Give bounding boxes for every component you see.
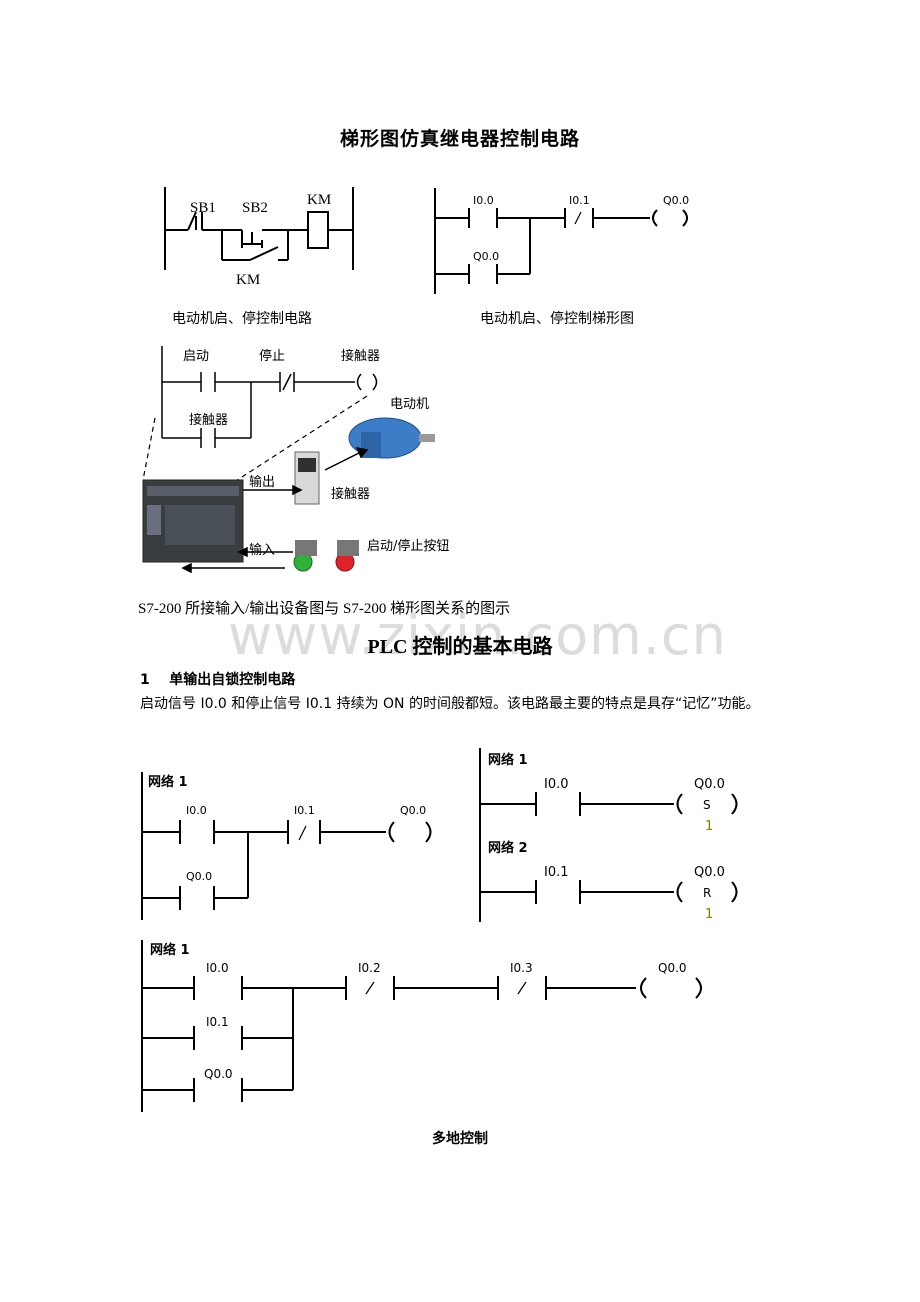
fig4-i00-label: I0.0 bbox=[544, 777, 569, 792]
ladder-q00-label: Q0.0 bbox=[663, 194, 689, 207]
plc-io-illustration: 启动 停止 接触器 接触器 电动机 输出 接触器 输入 启动/停止按钮 bbox=[142, 346, 449, 574]
section-1-title-text: 单输出自锁控制电路 bbox=[169, 672, 296, 688]
fig5-i03-label: I0.3 bbox=[510, 961, 533, 975]
ladder-caption: 电动机启、停控制梯形图 bbox=[480, 311, 634, 327]
fig4-network2-label: 网络 2 bbox=[488, 840, 528, 856]
multi-location-caption: 多地控制 bbox=[432, 1131, 488, 1147]
fig5-i02-label: I0.2 bbox=[358, 961, 381, 975]
fig4-q00-set-label: Q0.0 bbox=[694, 777, 725, 792]
km-coil-label: KM bbox=[307, 192, 331, 208]
multi-location-ladder-network: 网络 1 I0.0 I0.2 I0.3 Q0.0 I0.1 Q0.0 bbox=[141, 940, 702, 1112]
plc-illustration-caption: S7-200 所接输入/输出设备图与 S7-200 梯形图关系的图示 bbox=[138, 601, 511, 617]
fig4-reset-letter: R bbox=[703, 886, 711, 900]
relay-circuit-diagram: SB1 SB2 KM KM bbox=[164, 187, 354, 288]
motor-label: 电动机 bbox=[390, 397, 429, 412]
fig5-q00-branch-label: Q0.0 bbox=[204, 1067, 233, 1081]
fig3-q00-label: Q0.0 bbox=[400, 804, 426, 817]
fig4-reset-count: 1 bbox=[705, 907, 713, 922]
input-label: 输入 bbox=[249, 542, 275, 558]
start-label: 启动 bbox=[183, 349, 209, 364]
fig5-i01-label: I0.1 bbox=[206, 1015, 229, 1029]
sb2-label: SB2 bbox=[242, 200, 268, 216]
section-heading: PLC 控制的基本电路 bbox=[367, 636, 553, 658]
fig5-i00-label: I0.0 bbox=[206, 961, 229, 975]
fig3-q00-branch-label: Q0.0 bbox=[186, 870, 212, 883]
fig5-q00-label: Q0.0 bbox=[658, 961, 687, 975]
section-1-number: 1 bbox=[140, 672, 150, 688]
ladder-i00-label: I0.0 bbox=[473, 194, 494, 207]
circuit-caption: 电动机启、停控制电路 bbox=[172, 311, 312, 327]
fig4-q00-reset-label: Q0.0 bbox=[694, 865, 725, 880]
stop-label: 停止 bbox=[259, 348, 285, 364]
fig5-network-label: 网络 1 bbox=[150, 942, 190, 958]
contactor-device-label: 接触器 bbox=[331, 486, 370, 502]
contactor-branch-label: 接触器 bbox=[189, 412, 228, 428]
fig4-i01-label: I0.1 bbox=[544, 865, 569, 880]
ladder-q00-branch-label: Q0.0 bbox=[473, 250, 499, 263]
output-label: 输出 bbox=[249, 474, 275, 490]
section-1-paragraph: 启动信号 I0.0 和停止信号 I0.1 持续为 ON 的时间般都短。该电路最主… bbox=[140, 696, 760, 712]
contactor-coil-label: 接触器 bbox=[341, 348, 380, 364]
fig3-i00-label: I0.0 bbox=[186, 804, 207, 817]
set-reset-ladder-networks: 网络 1 I0.0 Q0.0 S 1 网络 2 I0.1 Q0.0 R 1 bbox=[479, 748, 738, 922]
self-lock-ladder-network: 网络 1 I0.0 I0.1 Q0.0 Q0.0 bbox=[141, 772, 432, 920]
fig4-set-count: 1 bbox=[705, 819, 713, 834]
ladder-i01-label: I0.1 bbox=[569, 194, 590, 207]
page-title: 梯形图仿真继电器控制电路 bbox=[339, 128, 580, 150]
watermark: www.zixin.com.cn bbox=[228, 604, 727, 667]
fig3-i01-label: I0.1 bbox=[294, 804, 315, 817]
start-stop-ladder-diagram: I0.0 I0.1 Q0.0 Q0.0 bbox=[434, 188, 689, 294]
sb1-label: SB1 bbox=[190, 200, 216, 216]
km-contact-label: KM bbox=[236, 272, 260, 288]
fig4-network1-label: 网络 1 bbox=[488, 752, 528, 768]
fig4-set-letter: S bbox=[703, 798, 711, 812]
buttons-label: 启动/停止按钮 bbox=[367, 538, 449, 554]
fig3-network-label: 网络 1 bbox=[148, 774, 188, 790]
section-1-title: 1 单输出自锁控制电路 bbox=[140, 669, 295, 689]
